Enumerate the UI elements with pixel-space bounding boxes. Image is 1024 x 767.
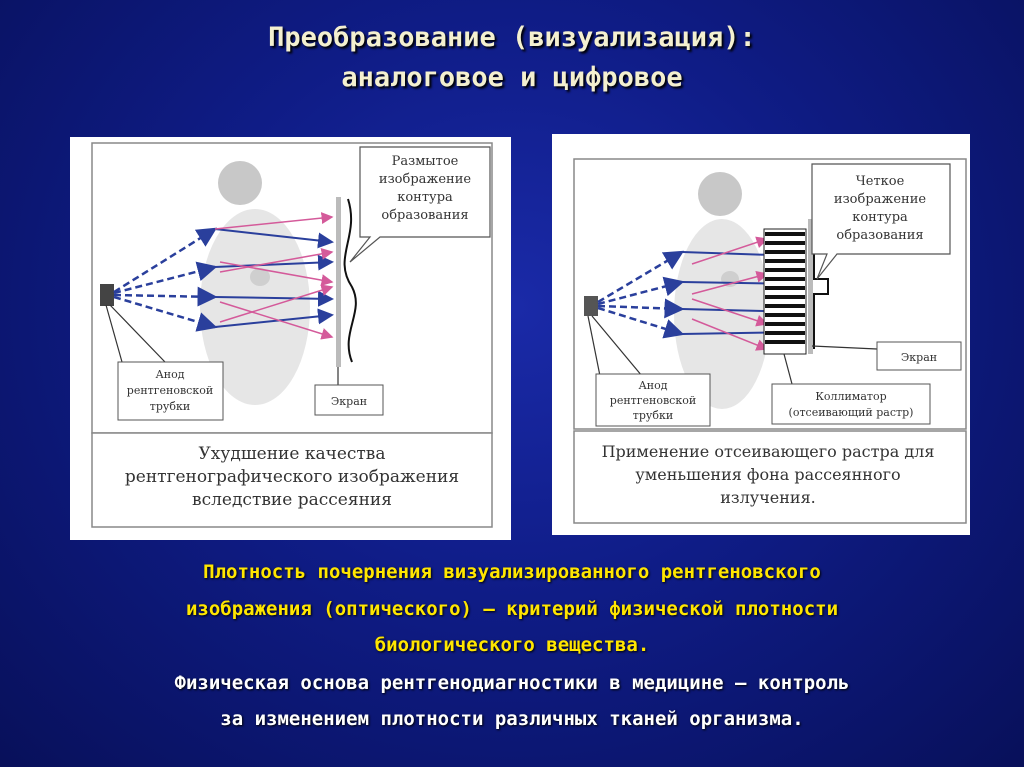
- caption-line1: Применение отсеивающего растра для: [602, 442, 935, 461]
- basis-text-line2: за изменением плотности различных тканей…: [220, 708, 804, 730]
- anode-shape: [584, 296, 598, 316]
- callout-sharp-line1: Четкое: [856, 174, 905, 189]
- anode-label-box: [117, 361, 224, 421]
- caption-line2: уменьшения фона рассеянного: [635, 465, 900, 484]
- density-text-line1: Плотность почернения визуализированного …: [203, 561, 821, 583]
- screen-shape: [808, 219, 813, 354]
- screen-shape: [336, 197, 341, 367]
- callout-blurred-line3: контура: [397, 190, 453, 205]
- caption-line1: Ухудшение качества: [198, 444, 385, 464]
- callout-sharp-line2: изображение: [834, 192, 926, 207]
- collimator-label-box: [771, 383, 931, 425]
- callout-sharp: [811, 163, 951, 280]
- object-shape: [250, 268, 270, 286]
- collimator-label-line2: (отсеивающий растр): [789, 406, 914, 419]
- scattering-diagram: Размытое изображение контура образования…: [70, 137, 511, 540]
- callout-blurred-line4: образования: [381, 208, 468, 223]
- body-shape: [200, 209, 310, 405]
- anode-label-line1: рентгеновской: [610, 394, 696, 407]
- anode-label-line1: Анод: [638, 379, 667, 392]
- density-text-line3: биологического вещества.: [374, 634, 650, 656]
- anode-label-line3: трубки: [633, 409, 673, 422]
- collimator-label-line1: Коллиматор: [815, 390, 886, 403]
- slide-title-line2: аналоговое и цифровое: [341, 62, 683, 93]
- sharp-profile: [813, 219, 829, 349]
- anode-label-line2: рентгеновской: [127, 384, 213, 397]
- anode-label-box: [595, 373, 711, 427]
- caption-line2: рентгенографического изображения: [125, 467, 459, 487]
- scattered-rays: [214, 212, 334, 340]
- slide-title-line1: Преобразование (визуализация):: [268, 22, 756, 53]
- anode-label-line3: трубки: [150, 400, 190, 413]
- screen-label: Экран: [331, 395, 367, 408]
- head-shape: [698, 172, 742, 216]
- anode-shape: [100, 284, 114, 306]
- anode-label-line1: Анод: [155, 368, 184, 381]
- xray-beams: [113, 227, 218, 332]
- callout-sharp-line3: контура: [852, 210, 908, 225]
- callout-blurred-line1: Размытое: [392, 154, 459, 169]
- density-text-line2: изображения (оптического) – критерий физ…: [185, 598, 839, 620]
- scattered-rays: [691, 236, 769, 351]
- basis-text-line1: Физическая основа рентгенодиагностики в …: [174, 672, 850, 694]
- blurred-profile: [343, 198, 357, 363]
- caption-box: [91, 432, 493, 528]
- collimator-diagram: Четкое изображение контура образования Э…: [552, 134, 970, 535]
- screen-label-box: [876, 341, 962, 371]
- transmitted-rays: [214, 228, 334, 328]
- caption-line3: вследствие рассеяния: [192, 490, 392, 510]
- callout-blurred: [349, 146, 491, 263]
- collimator-grid: [763, 228, 807, 355]
- head-shape: [218, 161, 262, 205]
- screen-label-box: [314, 384, 384, 416]
- callout-blurred-line2: изображение: [379, 172, 471, 187]
- callout-sharp-line4: образования: [836, 228, 923, 243]
- caption-line3: излучения.: [720, 488, 816, 507]
- caption-box: [573, 430, 967, 524]
- body-shape: [674, 219, 770, 409]
- xray-beams: [597, 250, 685, 339]
- diagram-frame: [573, 158, 967, 430]
- screen-label: Экран: [901, 351, 937, 364]
